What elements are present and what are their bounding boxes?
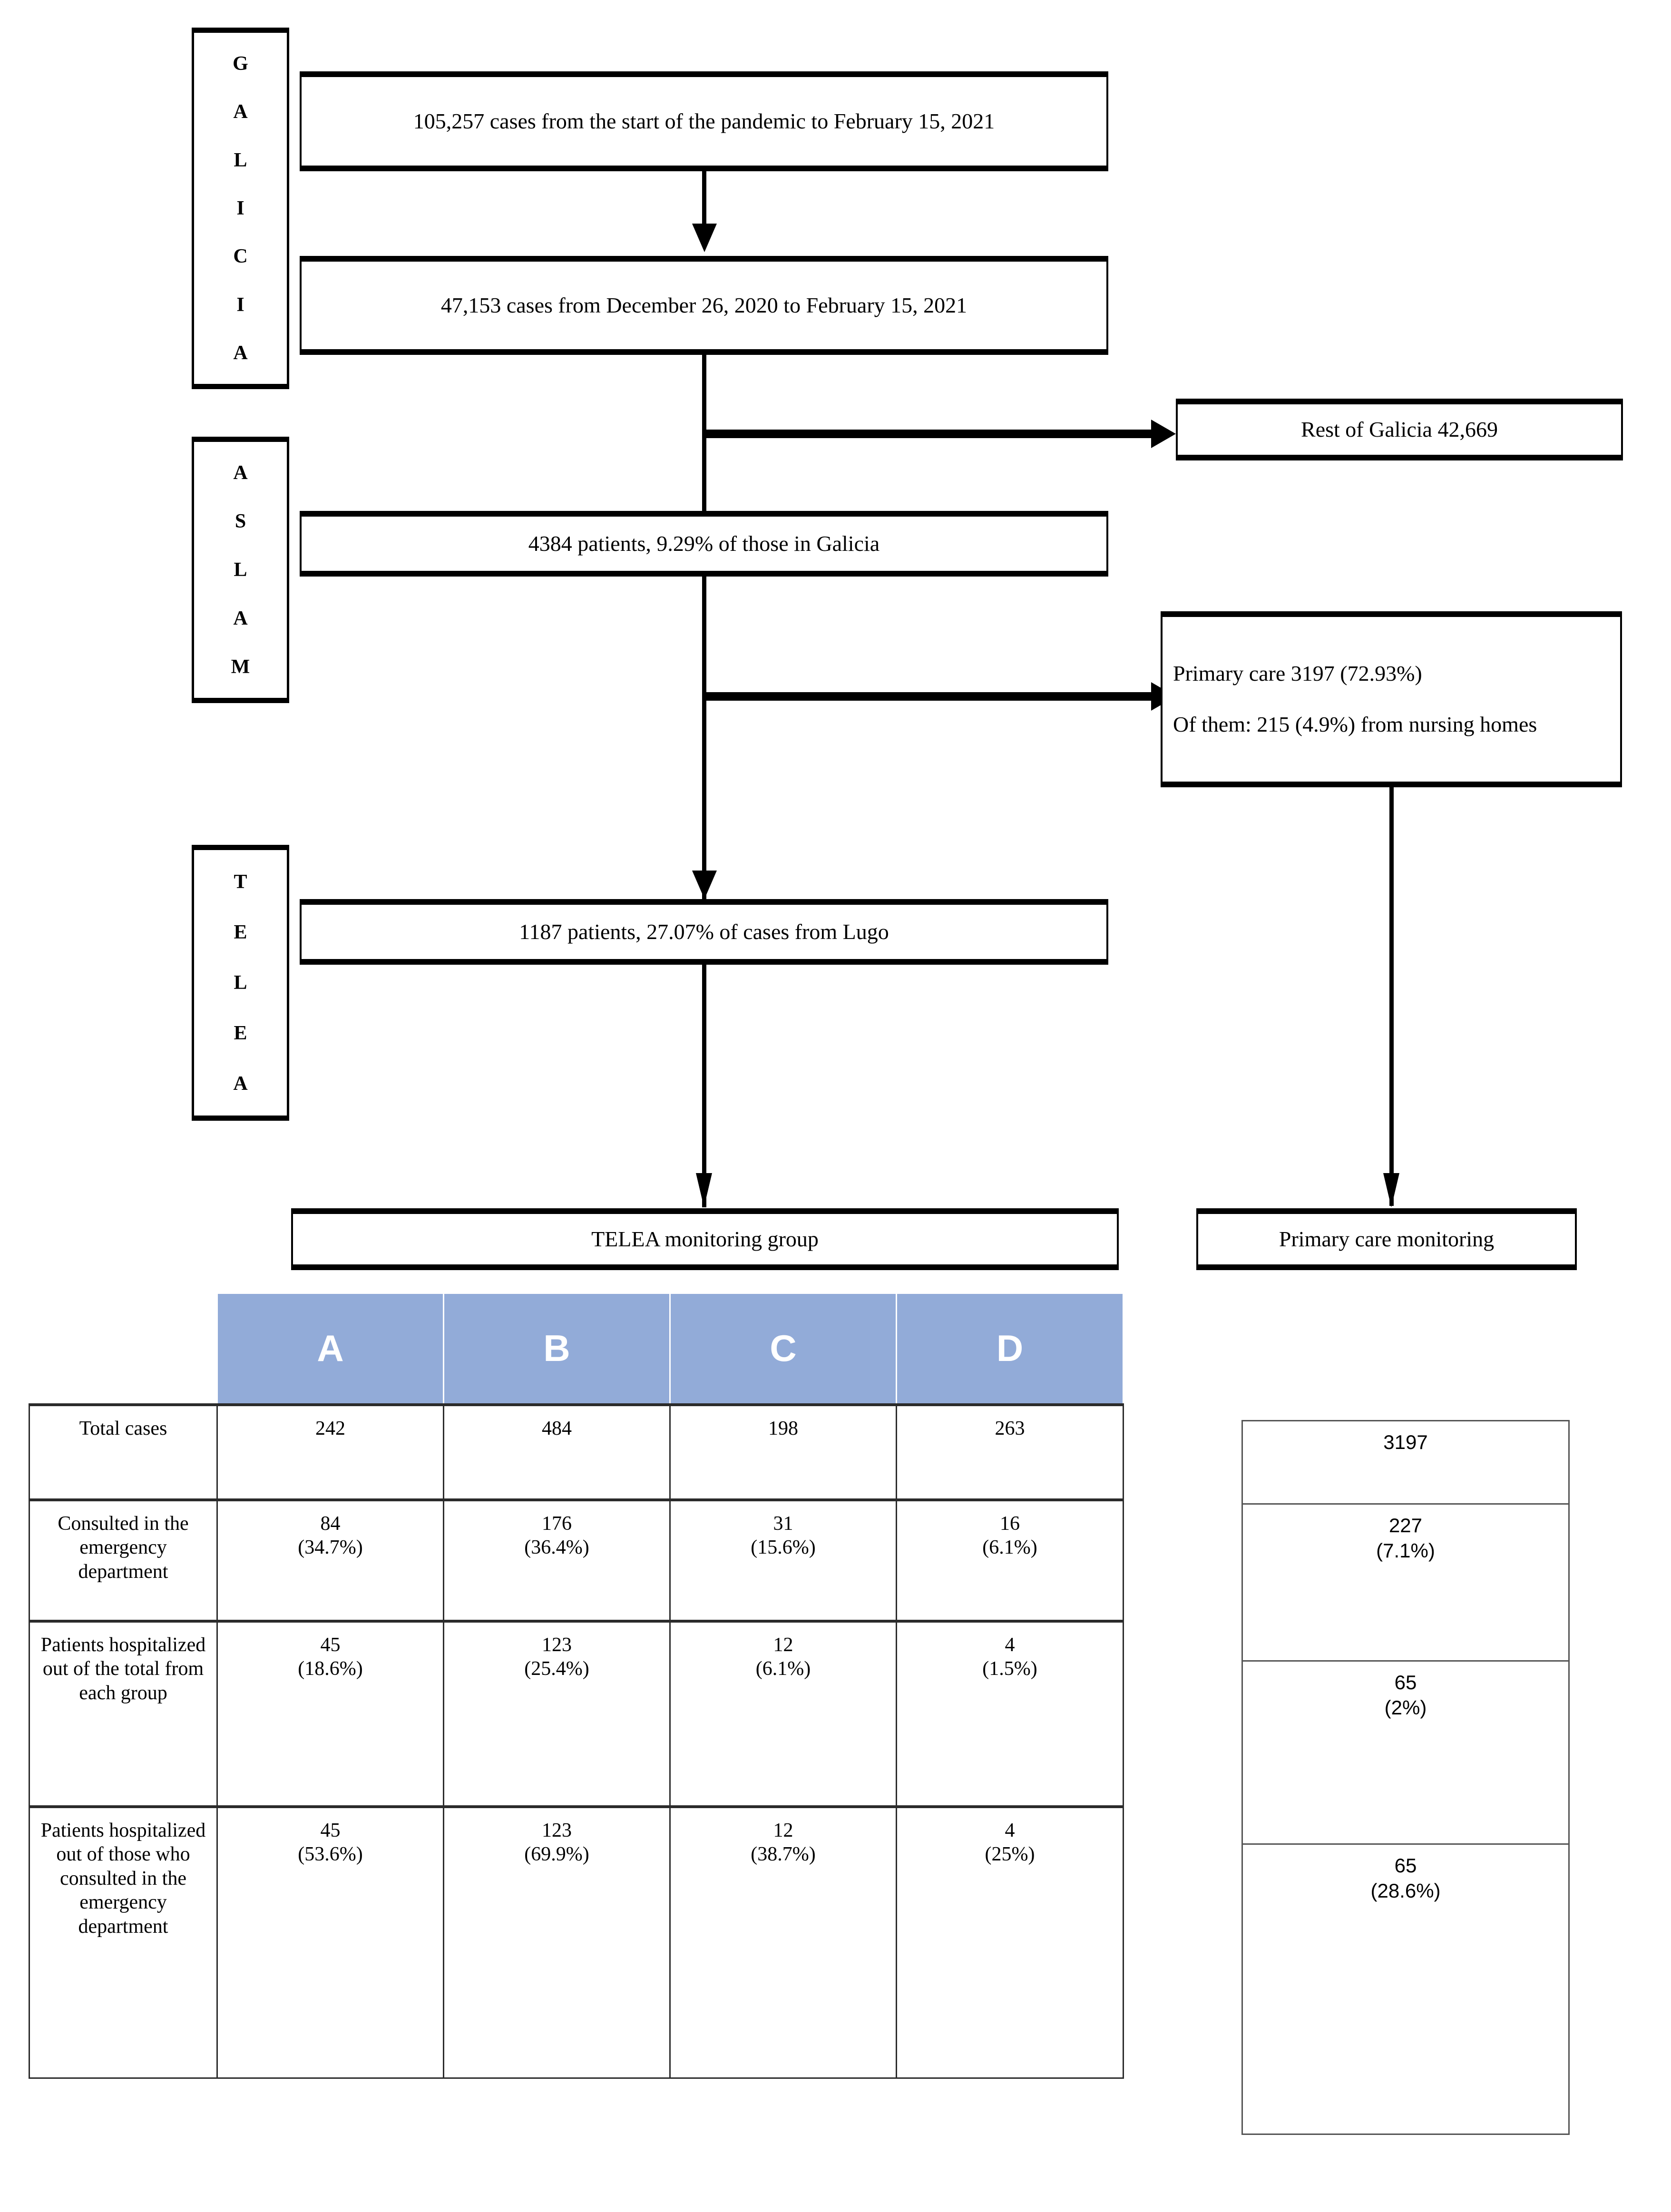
stage-label-galicia: G A L I C I A (192, 28, 289, 389)
results-table-head: A B C D (29, 1294, 1124, 1405)
stage-label-galicia-letter-5: I (236, 294, 244, 316)
side-cell-hospitalized-consulted: 65 (28.6%) (1241, 1843, 1570, 2135)
results-table-header-d: D (896, 1294, 1124, 1405)
results-table-header-a: A (216, 1294, 444, 1405)
arrow-total-to-wave-icon (692, 224, 717, 252)
box-telea-patients-text: 1187 patients, 27.07% of cases from Lugo (519, 919, 889, 944)
stage-label-aslam-letter-1: S (235, 510, 246, 532)
stage-label-galicia-letter-2: L (234, 149, 247, 171)
connector-telea-down (702, 965, 706, 1207)
stage-label-aslam-letter-3: A (233, 607, 248, 629)
box-wave-cases: 47,153 cases from December 26, 2020 to F… (300, 256, 1108, 355)
box-aslam-patients: 4384 patients, 9.29% of those in Galicia (300, 511, 1108, 577)
box-telea-monitoring: TELEA monitoring group (291, 1208, 1119, 1270)
stage-label-galicia-letter-6: A (233, 342, 248, 364)
box-total-cases-text: 105,257 cases from the start of the pand… (413, 108, 995, 133)
stage-label-telea-letter-0: T (234, 871, 247, 893)
stage-label-aslam: A S L A M (192, 437, 289, 703)
results-table-header-row: A B C D (29, 1294, 1124, 1405)
cell-hospitalized-total-d: 4 (1.5%) (896, 1620, 1124, 1808)
cell-total-cases-c: 198 (669, 1403, 897, 1501)
side-cell-hospitalized-total: 65 (2%) (1241, 1660, 1570, 1845)
connector-wave-to-rest-of-galicia (702, 430, 1159, 438)
stage-label-telea-letter-4: A (233, 1073, 248, 1095)
connector-aslam-to-primary-care (702, 692, 1159, 701)
stage-label-galicia-letter-0: G (233, 52, 248, 75)
cell-hospitalized-consulted-c: 12 (38.7%) (669, 1805, 897, 2079)
primary-care-summary-body: 3197 227 (7.1%) 65 (2%) 65 (28.6%) (1241, 1420, 1570, 2135)
side-cell-total: 3197 (1241, 1420, 1570, 1505)
box-primary-care: Primary care 3197 (72.93%) Of them: 215 … (1161, 611, 1622, 787)
cell-consulted-emergency-d: 16 (6.1%) (896, 1498, 1124, 1622)
primary-care-summary-table: 3197 227 (7.1%) 65 (2%) 65 (28.6%) (1241, 1420, 1570, 2135)
stage-label-aslam-letter-0: A (233, 462, 248, 484)
arrow-aslam-to-telea-icon (692, 871, 717, 899)
stage-label-galicia-letter-3: I (236, 197, 244, 219)
list-item: 65 (2%) (1241, 1660, 1570, 1845)
results-table-body: Total cases 242 484 198 263 Consulted in… (29, 1403, 1124, 2079)
table-row: Patients hospitalized out of those who c… (29, 1805, 1124, 2079)
row-label-hospitalized-total: Patients hospitalized out of the total f… (29, 1620, 218, 1808)
cell-hospitalized-total-c: 12 (6.1%) (669, 1620, 897, 1808)
connector-total-to-wave (702, 171, 706, 240)
cell-hospitalized-consulted-d: 4 (25%) (896, 1805, 1124, 2079)
connector-wave-down (702, 355, 706, 564)
list-item: 227 (7.1%) (1241, 1503, 1570, 1662)
stage-label-galicia-letter-1: A (233, 101, 248, 123)
cell-total-cases-a: 242 (216, 1403, 444, 1501)
results-table-header-corner (29, 1294, 217, 1405)
cell-hospitalized-consulted-b: 123 (69.9%) (443, 1805, 671, 2079)
cell-hospitalized-total-a: 45 (18.6%) (216, 1620, 444, 1808)
box-aslam-patients-text: 4384 patients, 9.29% of those in Galicia (528, 531, 880, 556)
box-primary-care-line2: Of them: 215 (4.9%) from nursing homes (1173, 712, 1537, 736)
cell-consulted-emergency-b: 176 (36.4%) (443, 1498, 671, 1622)
cell-hospitalized-total-b: 123 (25.4%) (443, 1620, 671, 1808)
stage-label-aslam-letter-2: L (234, 559, 247, 581)
stage-label-aslam-letter-4: M (231, 656, 250, 678)
arrow-to-primary-care-monitoring-icon (1383, 1173, 1399, 1207)
box-primary-care-line1: Primary care 3197 (72.93%) (1173, 661, 1422, 686)
arrow-to-telea-monitoring-icon (696, 1173, 712, 1207)
box-total-cases: 105,257 cases from the start of the pand… (300, 71, 1108, 171)
arrow-to-rest-of-galicia-icon (1151, 420, 1176, 448)
stage-label-telea: T E L E A (192, 845, 289, 1121)
connector-primary-care-down (1389, 787, 1394, 1206)
results-table-header-c: C (669, 1294, 897, 1405)
row-label-total-cases: Total cases (29, 1403, 218, 1501)
box-primary-care-monitoring-text: Primary care monitoring (1279, 1226, 1495, 1251)
stage-label-galicia-letter-4: C (233, 245, 248, 268)
list-item: 3197 (1241, 1420, 1570, 1505)
connector-aslam-down (702, 577, 706, 900)
box-rest-of-galicia-text: Rest of Galicia 42,669 (1301, 417, 1498, 441)
table-row: Total cases 242 484 198 263 (29, 1403, 1124, 1501)
cell-consulted-emergency-c: 31 (15.6%) (669, 1498, 897, 1622)
cell-total-cases-d: 263 (896, 1403, 1124, 1501)
results-table: A B C D Total cases 242 484 198 263 Cons… (29, 1294, 1124, 2079)
box-wave-cases-text: 47,153 cases from December 26, 2020 to F… (440, 293, 967, 317)
box-rest-of-galicia: Rest of Galicia 42,669 (1176, 399, 1623, 460)
stage-label-telea-letter-1: E (234, 921, 247, 943)
table-row: Consulted in the emergency department 84… (29, 1498, 1124, 1622)
stage-label-telea-letter-2: L (234, 972, 247, 994)
cell-consulted-emergency-a: 84 (34.7%) (216, 1498, 444, 1622)
list-item: 65 (28.6%) (1241, 1843, 1570, 2135)
table-row: Patients hospitalized out of the total f… (29, 1620, 1124, 1808)
row-label-hospitalized-consulted: Patients hospitalized out of those who c… (29, 1805, 218, 2079)
results-table-header-b: B (443, 1294, 671, 1405)
cell-hospitalized-consulted-a: 45 (53.6%) (216, 1805, 444, 2079)
box-primary-care-monitoring: Primary care monitoring (1196, 1208, 1577, 1270)
stage-label-telea-letter-3: E (234, 1022, 247, 1044)
side-cell-consulted: 227 (7.1%) (1241, 1503, 1570, 1662)
cell-total-cases-b: 484 (443, 1403, 671, 1501)
box-telea-patients: 1187 patients, 27.07% of cases from Lugo (300, 899, 1108, 965)
box-telea-monitoring-text: TELEA monitoring group (591, 1226, 819, 1251)
row-label-consulted-emergency: Consulted in the emergency department (29, 1498, 218, 1622)
